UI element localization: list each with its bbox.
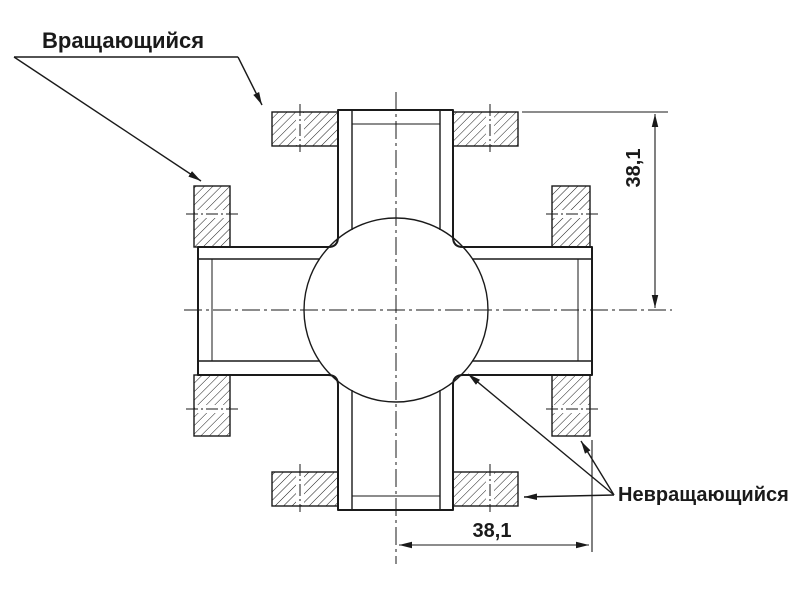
bolt-axis-lines (186, 104, 598, 512)
center-lines (184, 92, 672, 564)
horizontal-dimension-value: 38,1 (473, 520, 512, 542)
vertical-dimension: 38,1 (522, 111, 668, 308)
flange-bottom (271, 471, 519, 507)
rotating-callout: Вращающийся (13, 28, 263, 182)
vertical-dimension-value: 38,1 (623, 149, 645, 188)
rotating-label: Вращающийся (42, 28, 204, 53)
flange-top (271, 111, 519, 147)
flange-right (551, 185, 591, 437)
nonrotating-callout: Невращающийся (467, 373, 789, 506)
nonrotating-label: Невращающийся (618, 484, 789, 506)
